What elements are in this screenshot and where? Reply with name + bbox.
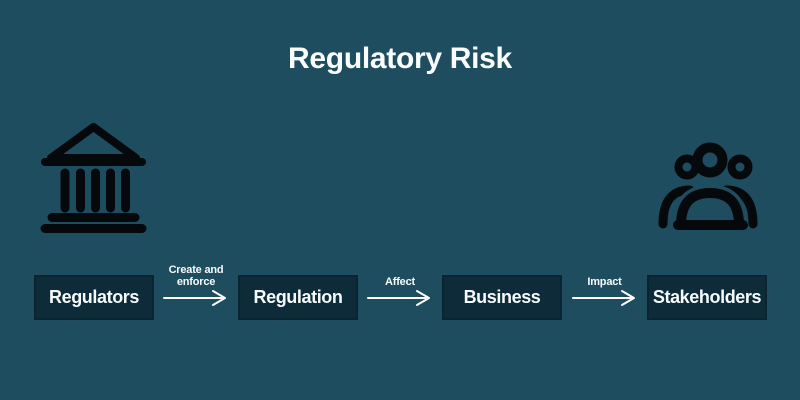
flow-node-business: Business (442, 275, 562, 320)
connector-label: Affect (385, 276, 415, 289)
flow-node-stakeholders: Stakeholders (647, 275, 767, 320)
flow-node-regulation: Regulation (238, 275, 358, 320)
stakeholders-group-icon (658, 142, 758, 230)
page-title: Regulatory Risk (288, 42, 512, 75)
arrow-right-icon (163, 289, 226, 306)
connector-label: Impact (587, 276, 622, 289)
arrow-right-icon (367, 289, 430, 306)
node-label: Business (463, 287, 541, 307)
flow-row: Regulators Create and enforce Regulation… (34, 264, 767, 320)
connector-affect: Affect (358, 275, 442, 320)
node-label: Regulators (48, 287, 140, 307)
connector-label: Create and enforce (168, 263, 224, 289)
connector-create-and-enforce: Create and enforce (154, 264, 238, 320)
bank-building-icon (40, 123, 147, 233)
flow-node-regulators: Regulators (34, 275, 154, 320)
connector-impact: Impact (562, 275, 647, 320)
arrow-right-icon (571, 289, 635, 306)
node-label: Stakeholders (652, 287, 762, 307)
node-label: Regulation (253, 287, 343, 307)
